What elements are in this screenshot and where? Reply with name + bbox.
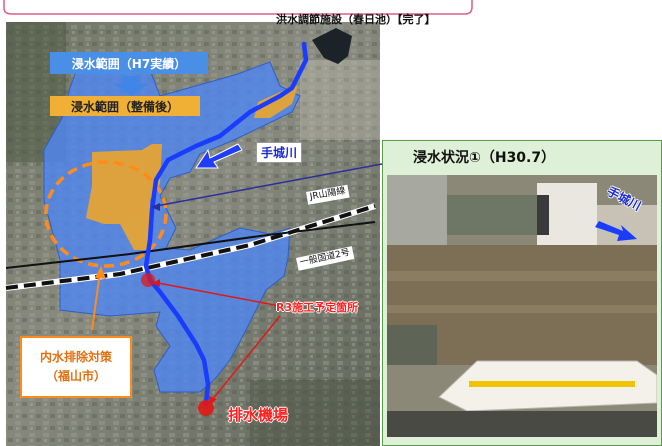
photo-panel: 浸水状況①（H30.7） 手城川	[382, 140, 662, 446]
aerial-hills-bottom	[250, 380, 380, 446]
railway-line	[5, 204, 376, 290]
site-pointer-arrowhead-a	[152, 279, 160, 287]
site-pointer-arrowhead-b	[209, 396, 217, 405]
drainage-pointer-arrowhead	[95, 266, 106, 279]
photo-title: 浸水状況①（H30.7）	[413, 150, 556, 166]
legend-flood-h7: 浸水範囲（H7実績）	[50, 52, 208, 74]
legend-flood-improved: 浸水範囲（整備後）	[50, 96, 200, 116]
photo-leader-arrowhead	[151, 203, 160, 211]
legend-arrow-icon	[114, 76, 148, 96]
tesiro-river	[143, 41, 309, 407]
aerial-urban-right	[300, 60, 380, 140]
kasuga-pond	[312, 28, 352, 64]
national-route-2	[5, 221, 376, 269]
pump-station-label: 排水機場	[228, 406, 289, 424]
site-pointer-line-a	[157, 282, 281, 307]
flood-photo	[387, 175, 657, 437]
drainage-measures-label: 内水排除対策 （福山市）	[20, 336, 132, 398]
facility-label: 洪水調節施設（春日池）【完了】	[276, 13, 436, 26]
flow-arrow-icon	[195, 143, 243, 169]
flood-area-improved-main	[86, 144, 162, 250]
construction-site-marker	[141, 273, 155, 287]
photo-leader-line	[155, 163, 383, 207]
river-label: 手城川	[256, 142, 302, 163]
site-pointer-line-b	[211, 315, 281, 401]
header-bracket	[3, 0, 473, 15]
drainage-pointer-line	[91, 271, 101, 331]
drainage-measures-circle	[44, 160, 168, 268]
construction-label: R3施工予定箇所	[276, 301, 359, 314]
